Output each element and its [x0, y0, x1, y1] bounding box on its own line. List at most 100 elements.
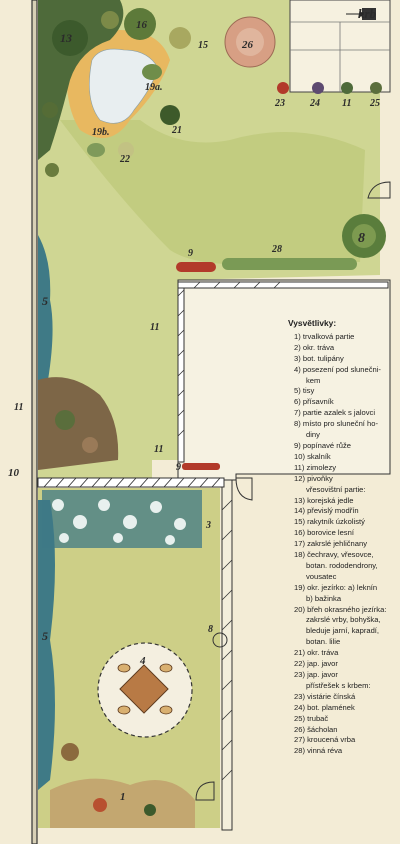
- divider-hatching: [43, 477, 221, 488]
- label-26: 26: [241, 39, 254, 51]
- legend-item: 8) místo pro sluneční ho-: [294, 419, 378, 429]
- wisteria: [277, 82, 289, 94]
- legend-item: 20) břeh okrasného jezírka:: [294, 604, 387, 614]
- legend-item: 23) jap. javor: [294, 670, 338, 679]
- climbing-roses: [176, 262, 216, 272]
- legend-title: Vysvětlivky:: [288, 318, 337, 328]
- perennial-bed: [50, 778, 195, 828]
- legend-item: vřesovištní partie:: [306, 484, 366, 494]
- twisted-willow-center: [352, 224, 376, 248]
- lawn-shade: [60, 120, 365, 265]
- yew-hedge-lower: [38, 500, 55, 790]
- boundary-wall: [31, 0, 38, 844]
- table: [119, 664, 169, 714]
- legend-item: 22) jap. javor: [294, 659, 338, 669]
- fireplace-icon: [362, 8, 376, 20]
- grape-vine: [222, 258, 357, 270]
- legend-item: botan. rododendrony,: [306, 560, 378, 570]
- label-5-b: 5: [42, 629, 48, 643]
- label-10: 10: [8, 467, 20, 479]
- legend-item: 9) popínavé růže: [294, 440, 351, 450]
- legend-item: 28) vinná réva: [294, 746, 343, 756]
- buckthorn: [169, 27, 191, 49]
- legend-item: kem: [306, 375, 321, 385]
- label-15: 15: [198, 40, 208, 51]
- legend-item: 23) vistárie čínská: [294, 691, 356, 701]
- label-21: 21: [171, 125, 182, 136]
- label-25: 25: [369, 98, 380, 109]
- label-11-d: 11: [154, 444, 163, 455]
- label-5: 5: [42, 294, 48, 308]
- legend-item: 1) trvalková partie: [294, 331, 355, 341]
- peony-flowers: [52, 499, 186, 545]
- legend-item: 10) skalník: [294, 451, 331, 461]
- wall-hatching: [177, 281, 281, 437]
- legend-item: 27) kroucená vrba: [294, 735, 356, 745]
- azalea-bed: [38, 377, 119, 470]
- legend-item: 4) posezení pod slunečni-: [294, 364, 381, 374]
- legend-item: zakrslé vrby, bohyška,: [306, 615, 381, 625]
- legend-item: 17) zakrslé jehličnany: [294, 539, 368, 549]
- honeysuckle: [341, 82, 353, 94]
- label-28: 28: [271, 244, 282, 255]
- label-22: 22: [119, 154, 130, 165]
- door-arc: [195, 781, 215, 801]
- juniper: [55, 410, 75, 430]
- label-19b: 19b.: [92, 127, 110, 138]
- label-8: 8: [358, 231, 365, 246]
- label-13: 13: [60, 31, 72, 45]
- legend-item: 25) trubač: [294, 713, 329, 723]
- arrow-head-icon: [360, 11, 364, 17]
- legend-item: 16) borovice lesní: [294, 528, 354, 538]
- legend-item: 5) tisy: [294, 386, 315, 396]
- magnolia-center: [236, 28, 264, 56]
- shrub: [101, 11, 119, 29]
- label-24: 24: [309, 98, 320, 109]
- ornamental-grass: [160, 105, 180, 125]
- legend-item: diny: [306, 430, 320, 440]
- pine: [124, 8, 156, 40]
- label-11-b: 11: [150, 322, 159, 333]
- label-8-b: 8: [208, 624, 213, 635]
- trumpet-vine: [370, 82, 382, 94]
- door-arc: [235, 477, 253, 501]
- label-3: 3: [205, 520, 211, 531]
- label-9-b: 9: [176, 462, 181, 473]
- label-11: 11: [342, 98, 351, 109]
- legend-item: 24) bot. plamének: [294, 702, 355, 712]
- legend-item: 14) převislý modřín: [294, 506, 359, 516]
- legend-item: 13) korejská jedle: [294, 495, 354, 505]
- label-1: 1: [120, 791, 126, 803]
- flower: [144, 804, 156, 816]
- clematis: [312, 82, 324, 94]
- door-arc: [367, 181, 391, 199]
- legend-item: 21) okr. tráva: [294, 648, 339, 658]
- legend-item: vousatec: [306, 571, 337, 581]
- climbing-roses-lower: [182, 463, 220, 470]
- sundial: [212, 632, 228, 648]
- label-16: 16: [136, 19, 148, 31]
- label-4: 4: [139, 655, 146, 667]
- yew-hedge: [38, 235, 53, 382]
- label-krb: krb: [358, 6, 377, 21]
- pond: [89, 48, 159, 124]
- korean-fir: [52, 20, 88, 56]
- legend-item: 6) přísavník: [294, 397, 334, 407]
- label-23: 23: [274, 98, 285, 109]
- chairs: [117, 663, 173, 715]
- legend-item: 2) okr. tráva: [294, 342, 335, 352]
- shrub: [45, 163, 59, 177]
- legend-item: přístřešek s krbem:: [306, 680, 371, 690]
- azalea: [82, 437, 98, 453]
- label-19a: 19a.: [145, 82, 163, 93]
- flower: [93, 798, 107, 812]
- legend-item: 7) partie azalek s jalovci: [294, 408, 376, 418]
- legend-item: 19) okr. jezírko: a) leknín: [294, 582, 378, 592]
- japanese-maple: [118, 142, 134, 158]
- house-wall: [177, 281, 389, 289]
- legend-item: 15) rakytník úzkolistý: [294, 517, 365, 527]
